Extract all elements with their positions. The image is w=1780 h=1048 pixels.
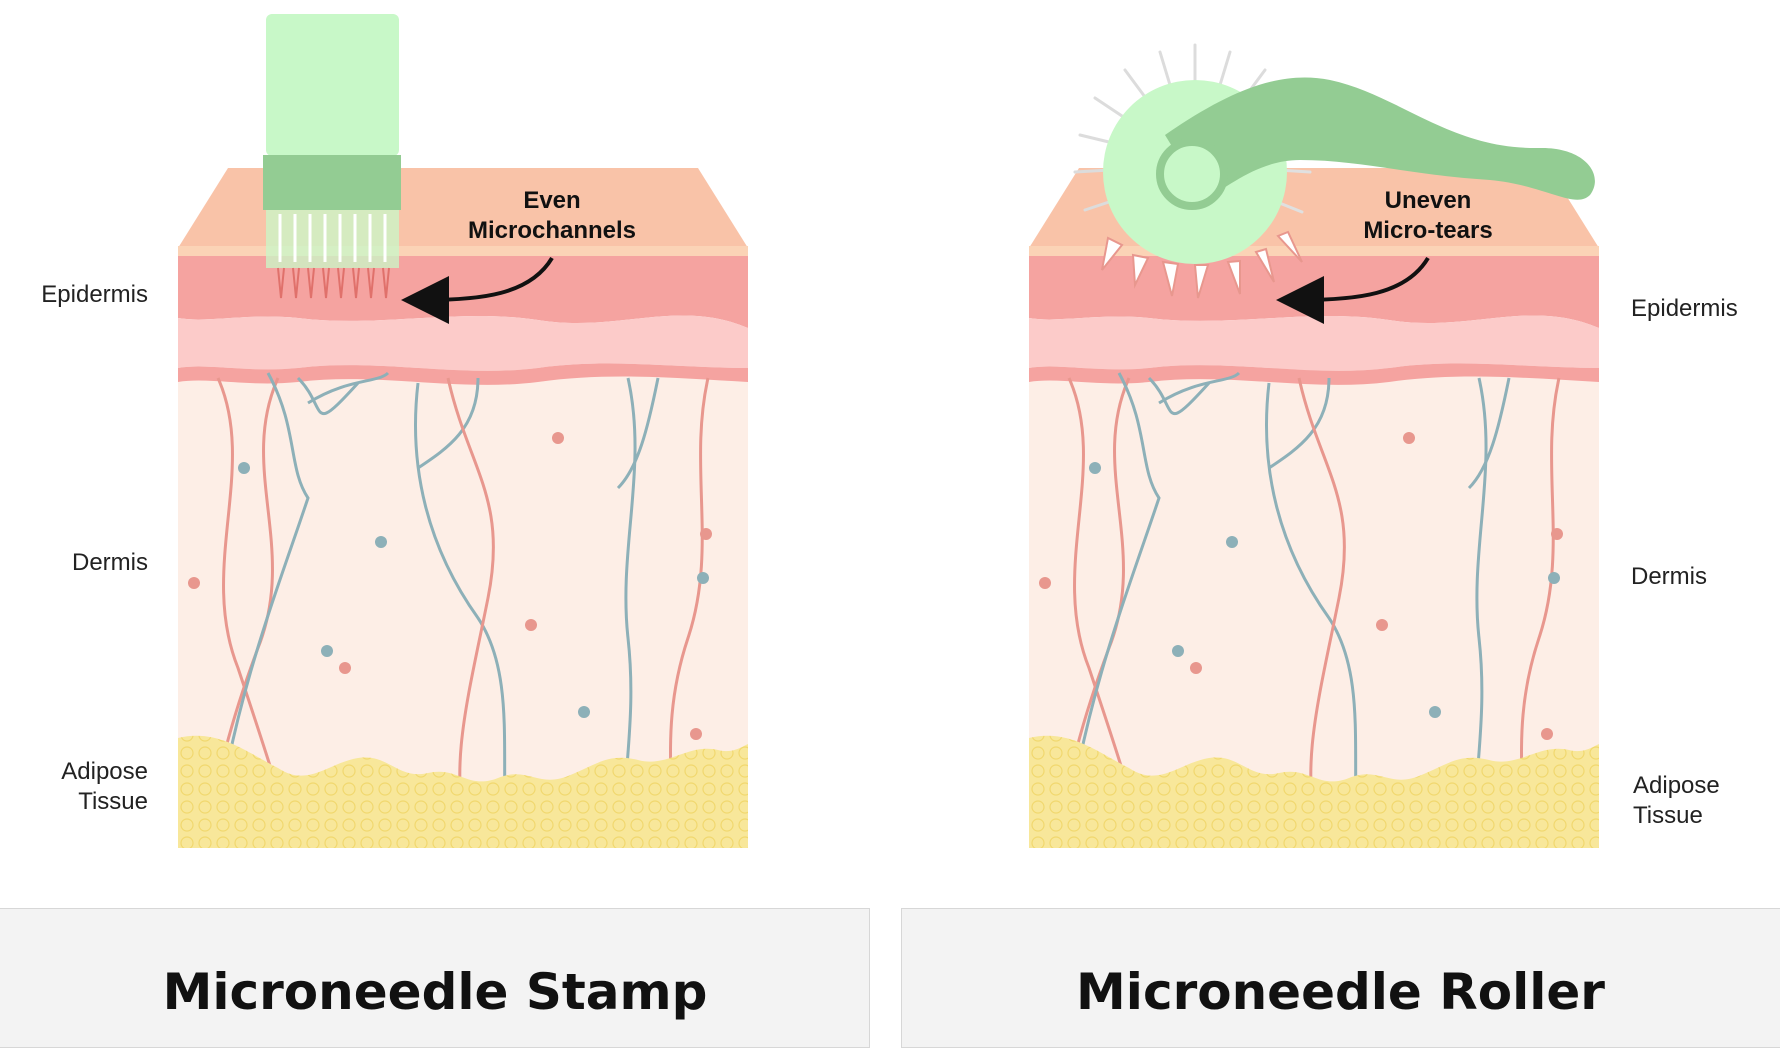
right-callout-text: Uneven Micro-tears [1318,186,1538,246]
right-label-adipose: Adipose Tissue [1633,771,1778,831]
right-label-epidermis: Epidermis [1631,295,1738,322]
left-label-adipose-line2: Tissue [78,788,148,815]
right-callout-line2: Micro-tears [1363,217,1493,244]
right-label-dermis: Dermis [1631,563,1707,590]
left-caption-box [0,908,870,1048]
left-callout-line2: Microchannels [467,217,637,244]
left-callout-line1: Even [523,187,581,214]
right-callout-line1: Uneven [1384,187,1472,214]
stamp-needles [277,267,390,299]
left-label-dermis: Dermis [72,549,148,576]
left-callout-text: Even Microchannels [442,186,662,246]
right-label-adipose-line1: Adipose [1633,772,1720,799]
right-skin-diagram [1027,166,1601,850]
right-callout-arrow [1276,256,1430,324]
left-callout-arrow [401,256,554,324]
left-label-adipose-line1: Adipose [61,758,148,785]
left-label-epidermis: Epidermis [41,281,148,308]
roller-tool [1073,43,1595,299]
left-label-adipose: Adipose Tissue [20,757,148,817]
stamp-tool [263,14,401,299]
left-caption: Microneedle Stamp [162,963,708,1021]
right-caption: Microneedle Roller [1076,963,1605,1021]
left-skin-diagram [176,166,750,850]
right-label-adipose-line2: Tissue [1633,802,1703,829]
right-caption-box [901,908,1780,1048]
